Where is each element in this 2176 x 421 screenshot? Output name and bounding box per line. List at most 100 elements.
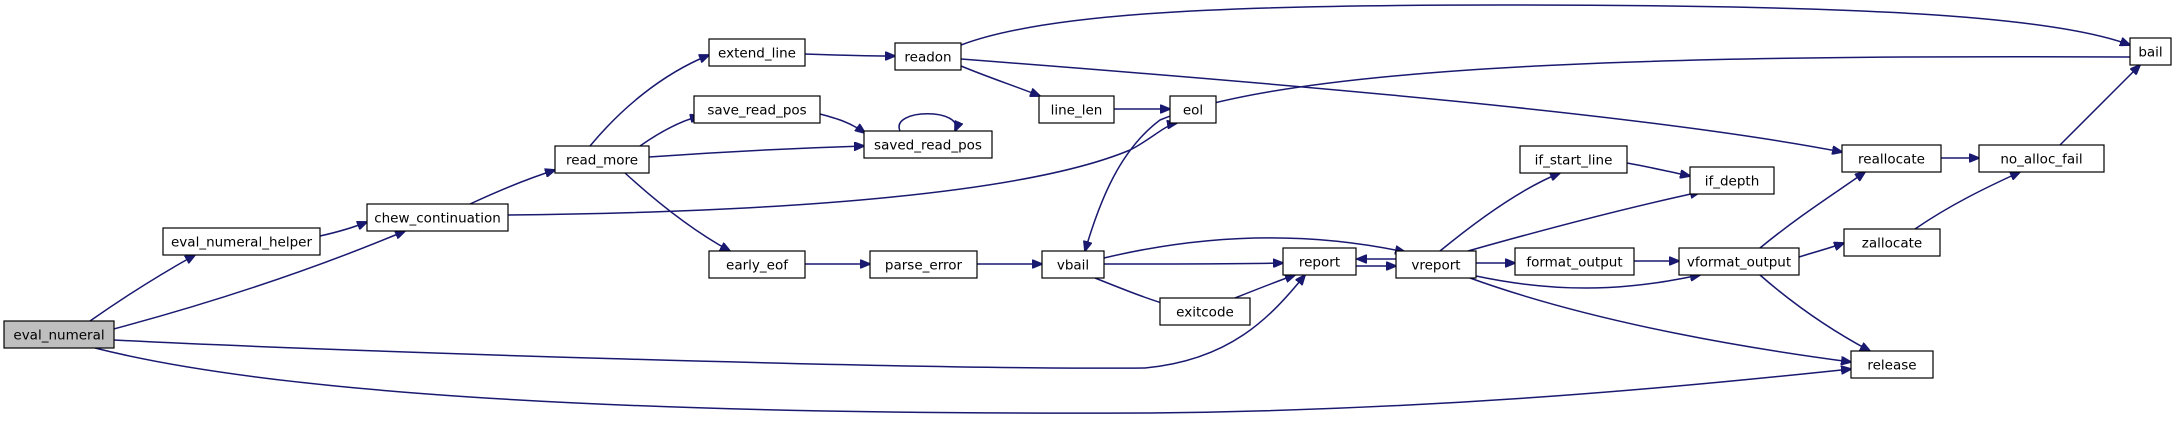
node-box	[1978, 144, 2105, 173]
node-label: if_depth	[1705, 174, 1760, 190]
edge-save-read-pos-to-saved-read-pos	[819, 113, 865, 133]
node-eval-numeral[interactable]: eval_numeral	[3, 320, 115, 349]
edge-eval-numeral-to-report	[113, 275, 1305, 369]
edge-readon-to-line-len	[960, 65, 1040, 96]
node-zallocate[interactable]: zallocate	[1843, 228, 1941, 257]
node-box	[1282, 247, 1357, 276]
edge-vreport-to-if-start-line	[1439, 173, 1560, 252]
edge-read-more-to-save-read-pos	[639, 116, 700, 147]
edge-no-alloc-fail-to-bail	[2059, 65, 2140, 146]
node-format-output[interactable]: format_output	[1514, 247, 1635, 276]
node-eol[interactable]: eol	[1169, 95, 1217, 124]
node-label: zallocate	[1862, 236, 1922, 252]
node-box	[1395, 250, 1477, 279]
node-no-alloc-fail[interactable]: no_alloc_fail	[1978, 144, 2105, 173]
node-label: vformat_output	[1687, 255, 1791, 271]
node-box	[708, 38, 806, 67]
node-label: reallocate	[1858, 152, 1925, 168]
node-eval-numeral-helper[interactable]: eval_numeral_helper	[162, 227, 321, 256]
node-box	[1169, 95, 1217, 124]
node-label: report	[1299, 255, 1340, 271]
edge-vbail-to-vreport	[1103, 237, 1405, 259]
node-label: parse_error	[885, 258, 963, 274]
node-if-start-line[interactable]: if_start_line	[1519, 145, 1628, 174]
edge-chew-continuation-to-eol	[507, 123, 1177, 216]
node-box	[554, 145, 650, 174]
node-label: early_eof	[726, 258, 789, 274]
node-box	[863, 130, 993, 159]
node-label: read_more	[566, 153, 638, 169]
edge-vformat-output-to-zallocate	[1798, 243, 1844, 258]
node-box	[1519, 145, 1628, 174]
node-box	[894, 42, 962, 71]
node-parse-error[interactable]: parse_error	[869, 250, 978, 279]
edge-vreport-to-vformat-output	[1475, 275, 1700, 289]
node-label: release	[1867, 358, 1916, 374]
edge-vbail-to-report	[1103, 263, 1283, 264]
node-save-read-pos[interactable]: save_read_pos	[693, 95, 821, 124]
node-saved-read-pos[interactable]: saved_read_pos	[863, 130, 993, 159]
node-label: vreport	[1411, 258, 1460, 274]
edge-eval-numeral-to-chew-continuation	[109, 231, 405, 331]
node-extend-line[interactable]: extend_line	[708, 38, 806, 67]
node-box	[869, 250, 978, 279]
node-box	[708, 250, 806, 279]
node-report[interactable]: report	[1282, 247, 1357, 276]
node-exitcode[interactable]: exitcode	[1159, 297, 1251, 326]
edge-eval-numeral-to-release	[94, 347, 1851, 414]
node-label: readon	[904, 50, 951, 66]
node-label: line_len	[1051, 103, 1103, 119]
node-box	[1159, 297, 1251, 326]
edge-read-more-to-saved-read-pos	[648, 146, 864, 158]
node-release[interactable]: release	[1850, 350, 1934, 379]
node-label: saved_read_pos	[874, 138, 982, 154]
edge-vformat-output-to-release	[1759, 274, 1870, 351]
node-label: eol	[1183, 103, 1203, 119]
edge-vreport-to-release	[1469, 277, 1851, 362]
edge-extend-line-to-readon	[804, 54, 895, 56]
node-box	[2129, 37, 2172, 66]
node-label: extend_line	[718, 46, 796, 62]
edges-layer	[89, 4, 2140, 414]
node-reallocate[interactable]: reallocate	[1841, 144, 1942, 173]
edge-chew-continuation-to-read-more	[469, 170, 555, 205]
edge-exitcode-to-report	[1234, 275, 1295, 299]
node-box	[1841, 144, 1942, 173]
node-box	[1514, 247, 1635, 276]
edge-vformat-output-to-reallocate	[1759, 172, 1865, 249]
node-early-eof[interactable]: early_eof	[708, 250, 806, 279]
node-readon[interactable]: readon	[894, 42, 962, 71]
node-label: save_read_pos	[707, 103, 806, 119]
node-label: exitcode	[1176, 305, 1234, 321]
node-label: format_output	[1526, 255, 1622, 271]
node-box	[1843, 228, 1941, 257]
node-label: bail	[2138, 45, 2162, 61]
edge-eval-numeral-to-eval-numeral-helper	[89, 255, 195, 322]
node-box	[1689, 166, 1775, 195]
node-box	[1041, 250, 1105, 279]
node-label: if_start_line	[1535, 153, 1613, 169]
node-bail[interactable]: bail	[2129, 37, 2172, 66]
node-label: eval_numeral	[13, 328, 104, 344]
node-box	[162, 227, 321, 256]
node-box	[366, 203, 509, 232]
node-vreport[interactable]: vreport	[1395, 250, 1477, 279]
edge-bail-to-vbail	[1085, 55, 2131, 251]
node-box	[1678, 247, 1800, 276]
node-label: chew_continuation	[374, 211, 501, 227]
edge-read-more-to-extend-line	[589, 55, 709, 147]
edge-readon-to-reallocate	[960, 58, 1842, 152]
node-line-len[interactable]: line_len	[1038, 95, 1115, 124]
node-vbail[interactable]: vbail	[1041, 250, 1105, 279]
node-if-depth[interactable]: if_depth	[1689, 166, 1775, 195]
node-label: vbail	[1057, 258, 1089, 274]
node-box	[1038, 95, 1115, 124]
node-box	[1850, 350, 1934, 379]
node-read-more[interactable]: read_more	[554, 145, 650, 174]
edge-if-start-line-to-if-depth	[1626, 162, 1690, 176]
edge-eval-numeral-helper-to-chew-continuation	[319, 222, 367, 237]
edge-saved-read-pos-to-saved-read-pos	[898, 113, 956, 131]
node-chew-continuation[interactable]: chew_continuation	[366, 203, 509, 232]
node-vformat-output[interactable]: vformat_output	[1678, 247, 1800, 276]
